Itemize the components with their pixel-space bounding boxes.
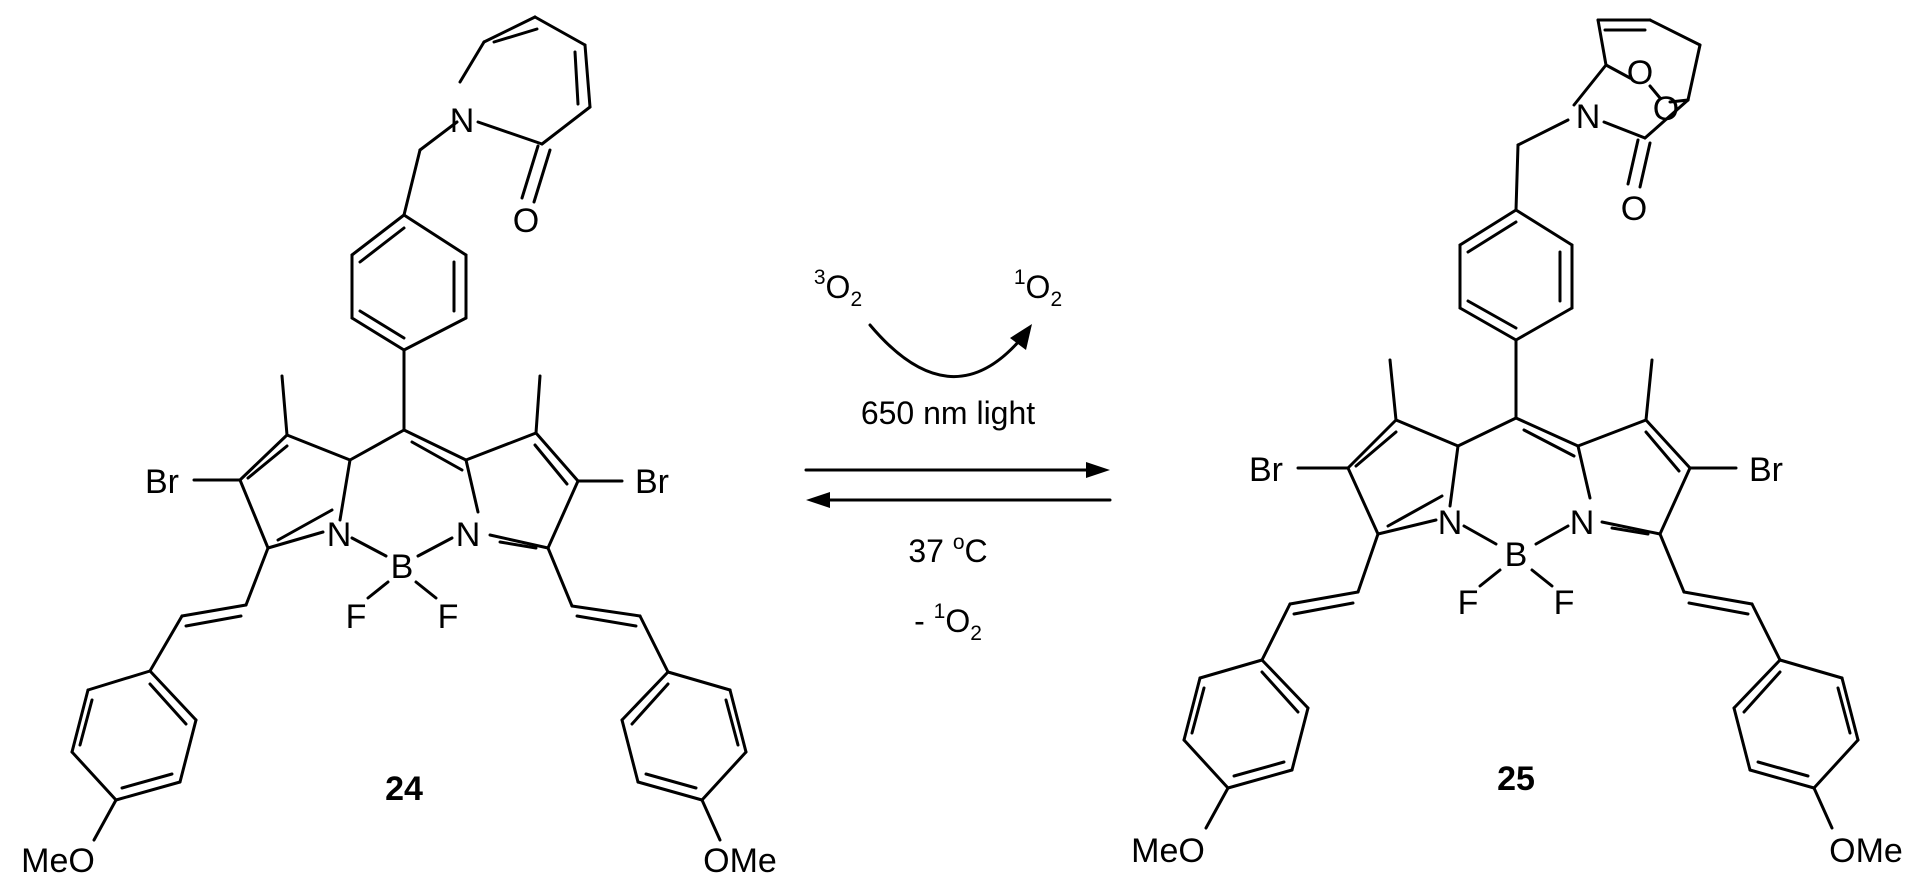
reactant-compound-number: 24 xyxy=(385,770,423,808)
product-atom-labels: O O N O Br Br N N B F F MeO OMe 25 xyxy=(1131,54,1903,870)
product-left-methoxy-label: MeO xyxy=(1131,832,1205,870)
singlet-oxygen-sub: 2 xyxy=(1050,288,1062,311)
singlet-oxygen-base: O xyxy=(1026,269,1051,305)
peroxide-oxygen-1-label: O xyxy=(1627,54,1653,92)
triplet-oxygen-label: 3O2 xyxy=(814,266,862,311)
product-right-fluorine-label: F xyxy=(1554,584,1575,622)
product-bonds xyxy=(1182,18,1860,830)
forward-condition-label: 650 nm light xyxy=(861,395,1035,431)
left-fluorine-label: F xyxy=(346,598,367,636)
right-fluorine-label: F xyxy=(438,598,459,636)
singlet-oxygen-sup: 1 xyxy=(1014,266,1026,289)
product-boron-label: B xyxy=(1505,536,1528,574)
right-bromine-label: Br xyxy=(635,463,669,501)
product-carbonyl-oxygen-label: O xyxy=(1621,190,1647,228)
left-methoxy-label: MeO xyxy=(21,842,95,880)
boron-label: B xyxy=(391,548,414,586)
reverse-temperature-label: 37 oC xyxy=(908,531,987,569)
product-left-pyrrole-nitrogen-label: N xyxy=(1438,504,1463,542)
release-sub: 2 xyxy=(970,622,982,645)
product-left-bromine-label: Br xyxy=(1249,451,1283,489)
reverse-temperature-value: 37 xyxy=(908,533,952,569)
product-structure: O O N O Br Br N N B F F MeO OMe 25 xyxy=(1131,18,1903,870)
curved-conversion-arrow xyxy=(868,323,1022,379)
right-pyrrole-nitrogen-label: N xyxy=(456,516,481,554)
release-base: O xyxy=(945,603,970,639)
reverse-arrow-head xyxy=(806,492,830,508)
pyridone-nitrogen-label: N xyxy=(450,102,475,140)
carbonyl-oxygen-label: O xyxy=(513,202,539,240)
product-left-fluorine-label: F xyxy=(1458,584,1479,622)
temperature-unit: C xyxy=(965,533,988,569)
release-prefix: - xyxy=(914,603,934,639)
degree-sign: o xyxy=(953,531,965,554)
triplet-oxygen-base: O xyxy=(826,269,851,305)
reactant-bonds xyxy=(70,15,748,842)
triplet-oxygen-sup: 3 xyxy=(814,266,826,289)
product-compound-number: 25 xyxy=(1497,760,1535,798)
reaction-conditions: 3O2 1O2 650 nm light 37 oC - 1O2 xyxy=(804,266,1112,645)
product-right-methoxy-label: OMe xyxy=(1829,832,1903,870)
reactant-structure: N O Br Br N N B F F MeO OMe 24 xyxy=(21,15,777,880)
left-pyrrole-nitrogen-label: N xyxy=(327,516,352,554)
left-bromine-label: Br xyxy=(145,463,179,501)
singlet-oxygen-release-label: - 1O2 xyxy=(914,600,982,645)
triplet-oxygen-sub: 2 xyxy=(850,288,862,311)
product-right-pyrrole-nitrogen-label: N xyxy=(1570,504,1595,542)
curved-arrow-head xyxy=(1010,324,1032,350)
right-methoxy-label: OMe xyxy=(703,842,777,880)
forward-arrow-head xyxy=(1086,462,1110,478)
release-sup: 1 xyxy=(934,600,946,623)
peroxide-oxygen-2-label: O xyxy=(1653,90,1679,128)
product-right-bromine-label: Br xyxy=(1749,451,1783,489)
reactant-atom-labels: N O Br Br N N B F F MeO OMe 24 xyxy=(21,102,777,880)
singlet-oxygen-label: 1O2 xyxy=(1014,266,1062,311)
lactam-nitrogen-label: N xyxy=(1576,98,1601,136)
